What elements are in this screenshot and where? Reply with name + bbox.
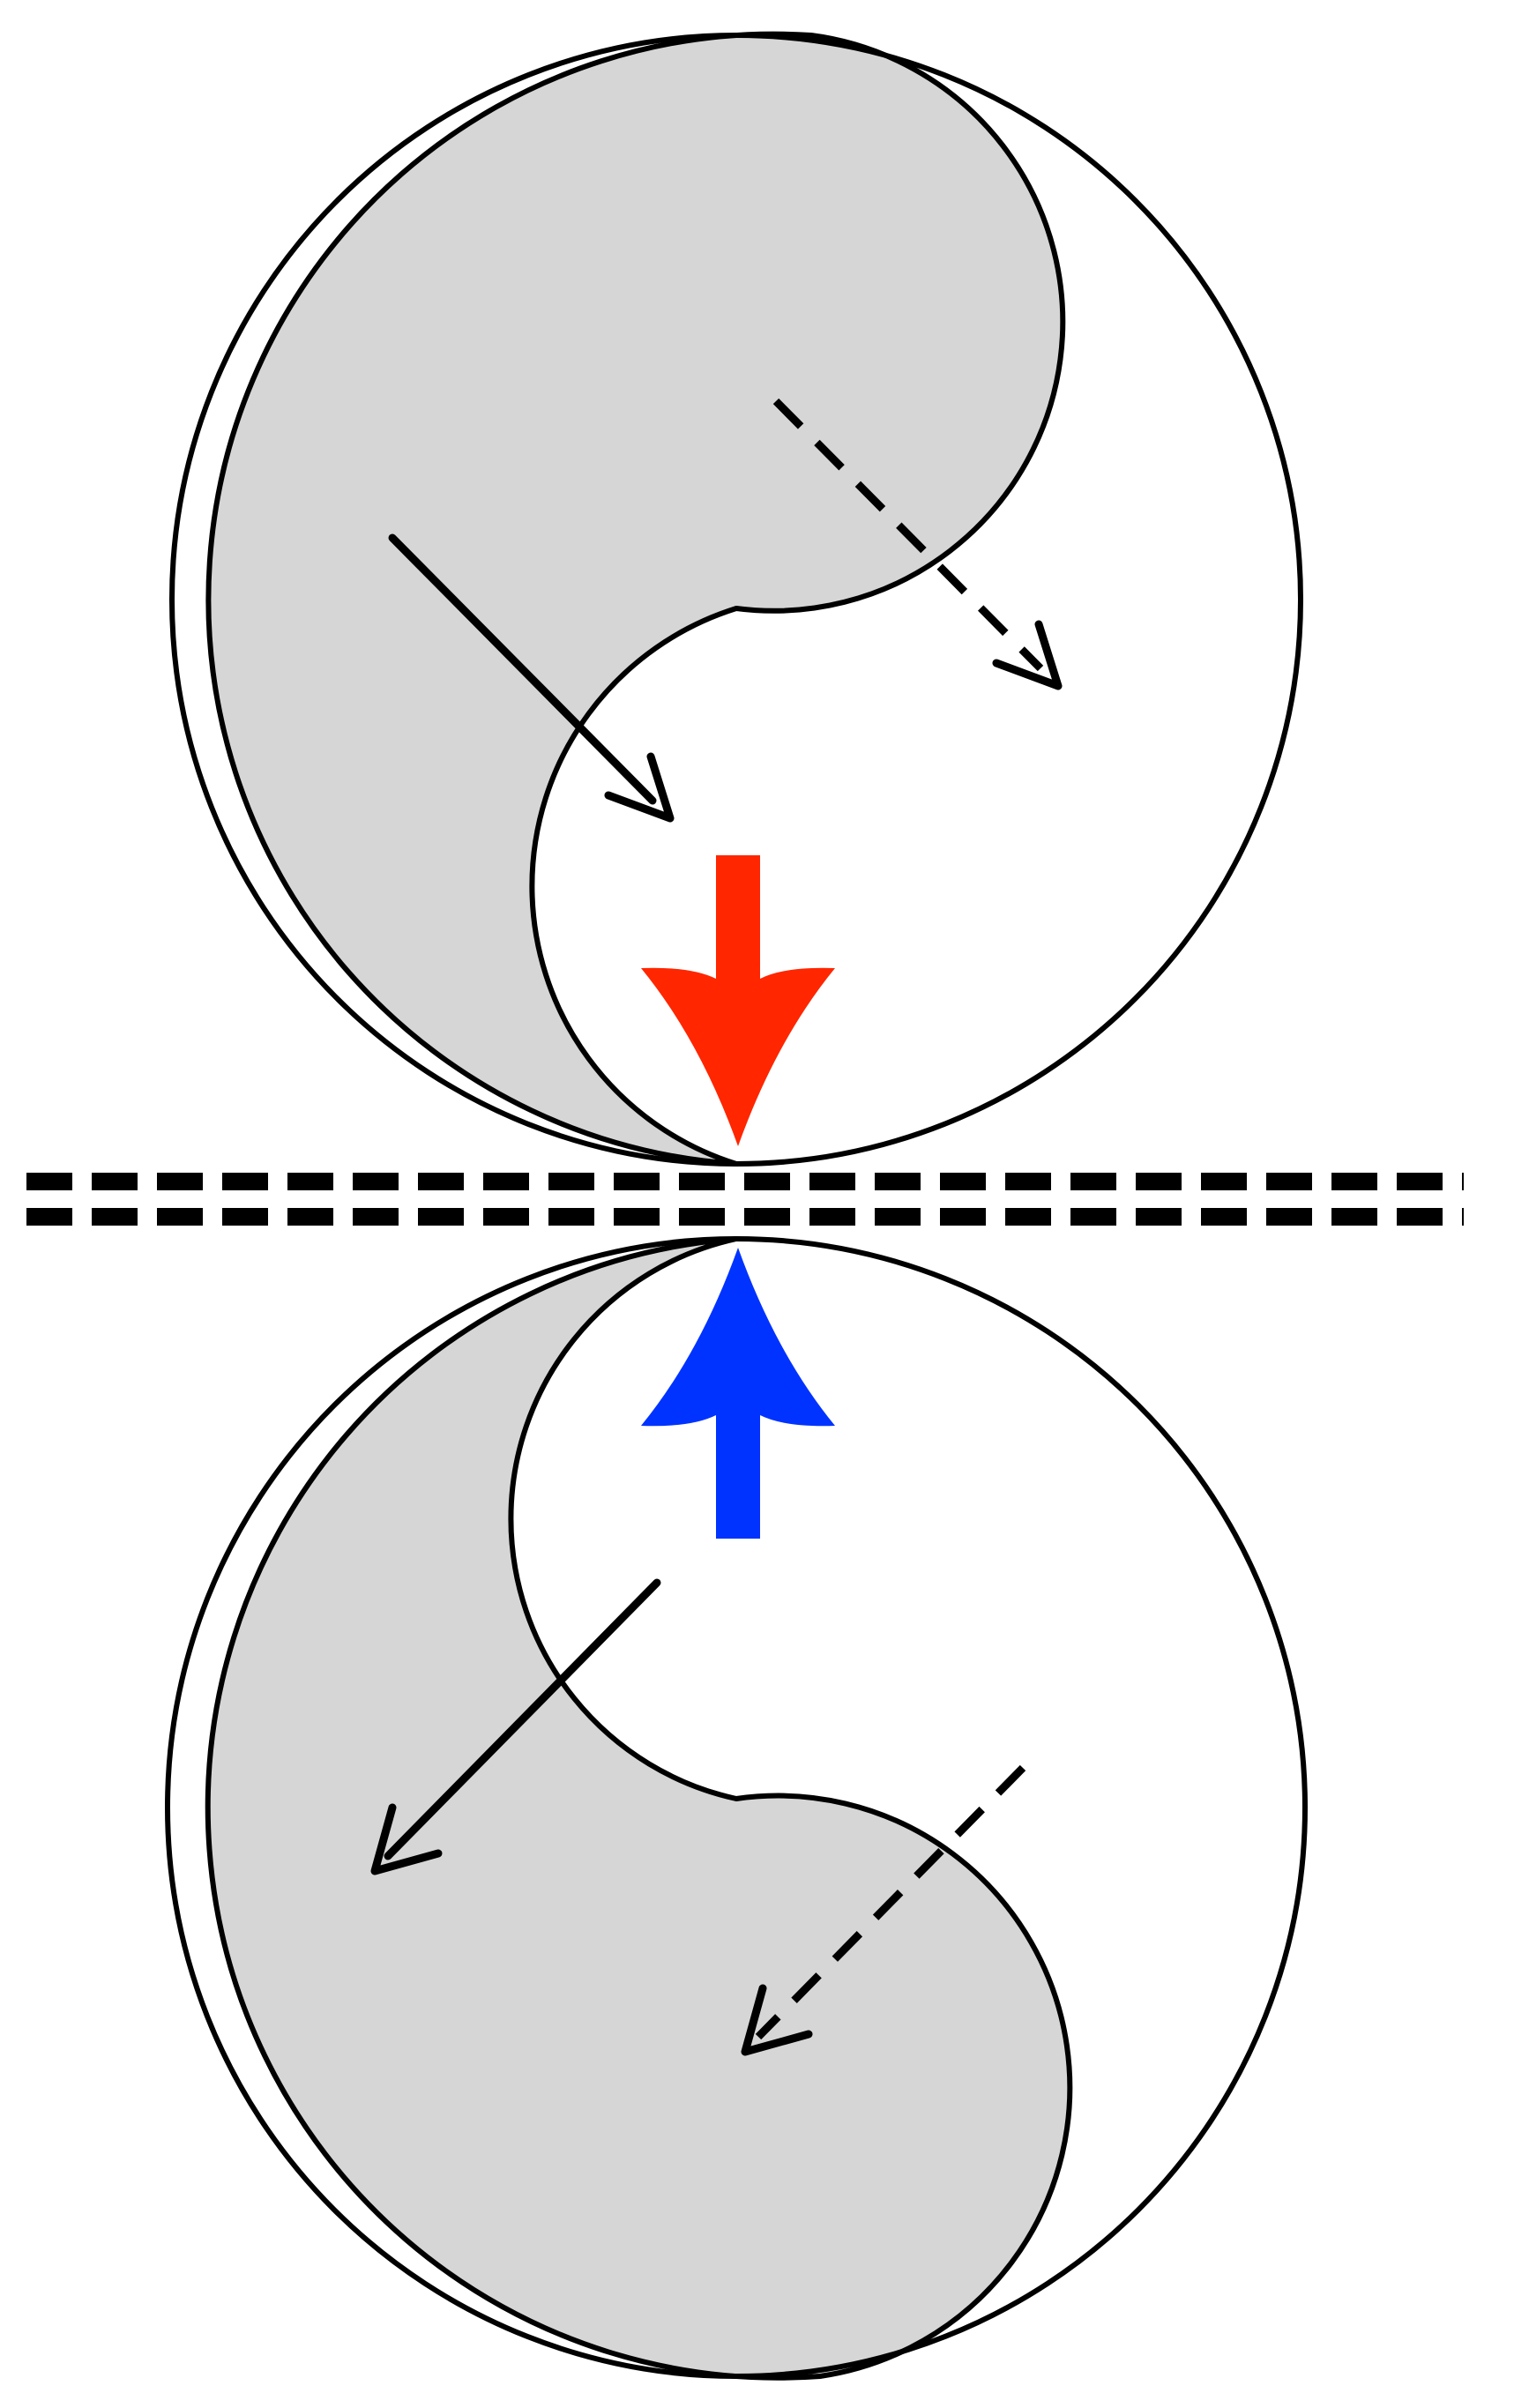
blue-up-arrow-icon xyxy=(641,1248,835,1539)
bottom-disc-shaded-region xyxy=(205,1236,1073,2381)
bottom-disc-outline xyxy=(165,1236,1308,2379)
boundary-double-dashed-line xyxy=(26,1173,1464,1226)
top-dashed-arrow xyxy=(772,398,1044,672)
top-disc xyxy=(169,31,1303,1167)
top-solid-arrow xyxy=(388,533,657,805)
top-disc-shaded-region xyxy=(205,31,1066,1167)
top-disc-outline xyxy=(169,33,1303,1167)
top-solid-arrowhead-icon xyxy=(604,752,675,823)
bottom-dashed-arrowhead-icon xyxy=(741,1984,813,2056)
bottom-solid-arrow xyxy=(384,1578,661,1860)
top-dashed-arrowhead-icon xyxy=(992,620,1063,690)
red-down-arrow-icon xyxy=(641,855,835,1146)
bottom-solid-arrowhead-icon xyxy=(370,1803,443,1875)
bottom-dashed-arrow xyxy=(755,1764,1026,2040)
bottom-disc xyxy=(165,1236,1308,2381)
